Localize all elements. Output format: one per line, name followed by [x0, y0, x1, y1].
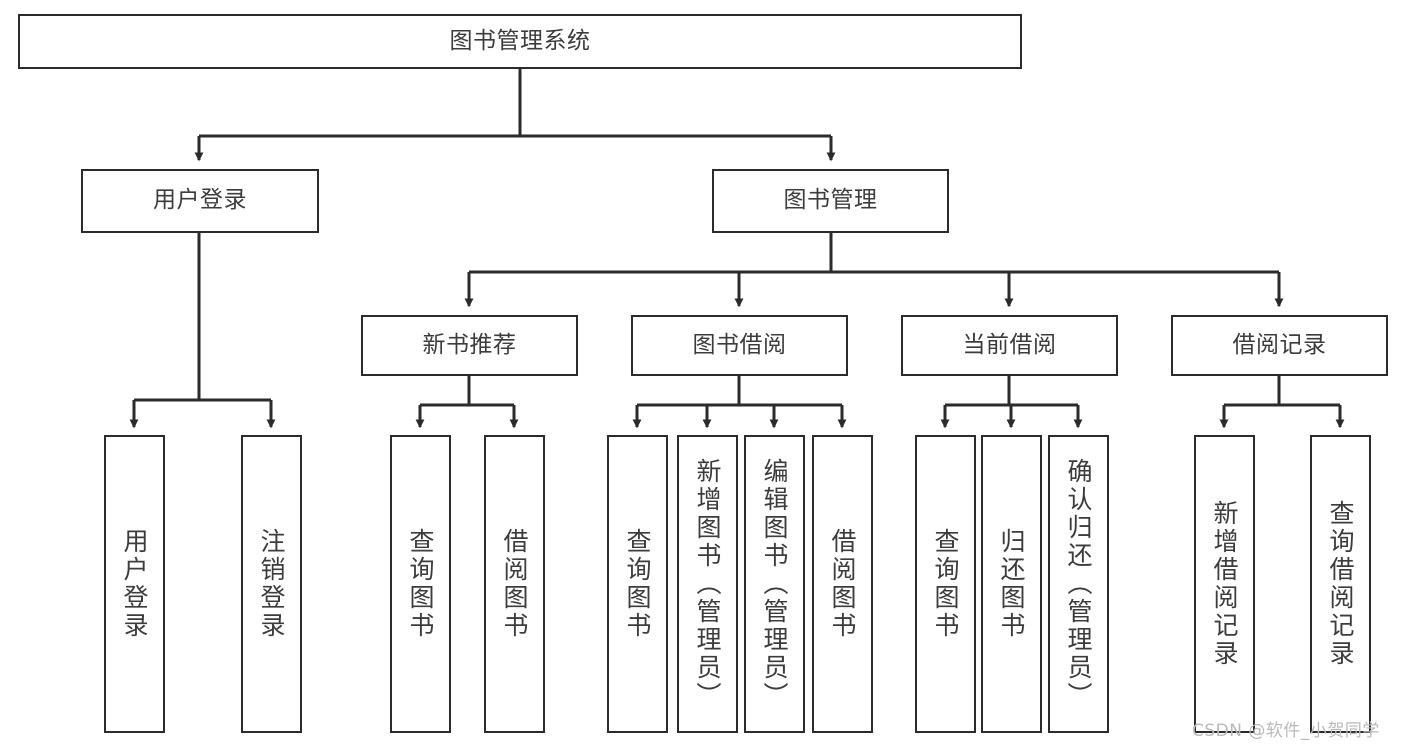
node-label: 图书借阅 [692, 331, 787, 358]
node-book-management[interactable]: 图书管理 [712, 169, 949, 233]
node-label: 图书管理 [783, 187, 878, 214]
csdn-watermark: CSDN @软件_小贺同学 [1192, 721, 1380, 741]
node-label: 查询图书 [931, 528, 960, 640]
node-label: 确认归还（管理员） [1064, 458, 1093, 710]
leaf-record-add-record[interactable]: 新增借阅记录 [1194, 435, 1255, 733]
leaf-user-login-login[interactable]: 用户登录 [104, 435, 165, 733]
node-label: 归还图书 [997, 528, 1026, 640]
node-label: 借阅记录 [1232, 331, 1327, 358]
leaf-user-login-logout[interactable]: 注销登录 [241, 435, 302, 733]
leaf-borrow-query-book[interactable]: 查询图书 [607, 435, 668, 733]
node-label: 查询借阅记录 [1326, 500, 1355, 668]
leaf-borrow-edit-book-admin[interactable]: 编辑图书（管理员） [744, 435, 805, 733]
node-label: 查询图书 [406, 528, 435, 640]
node-book-borrow[interactable]: 图书借阅 [631, 315, 848, 376]
node-label: 用户登录 [120, 528, 149, 640]
node-root-system[interactable]: 图书管理系统 [18, 14, 1022, 69]
leaf-recommend-query-book[interactable]: 查询图书 [390, 435, 451, 733]
node-user-login[interactable]: 用户登录 [81, 169, 319, 233]
node-label: 注销登录 [257, 528, 286, 640]
node-label: 借阅图书 [500, 528, 529, 640]
leaf-borrow-borrow-book[interactable]: 借阅图书 [812, 435, 873, 733]
node-label: 查询图书 [623, 528, 652, 640]
node-label: 图书管理系统 [449, 27, 591, 54]
node-label: 编辑图书（管理员） [760, 458, 789, 710]
leaf-borrow-add-book-admin[interactable]: 新增图书（管理员） [677, 435, 738, 733]
leaf-current-return-book[interactable]: 归还图书 [981, 435, 1042, 733]
node-label: 当前借阅 [962, 331, 1057, 358]
node-current-borrow[interactable]: 当前借阅 [901, 315, 1118, 376]
node-label: 新增借阅记录 [1210, 500, 1239, 668]
leaf-recommend-borrow-book[interactable]: 借阅图书 [484, 435, 545, 733]
node-label: 新书推荐 [422, 331, 517, 358]
node-new-book-recommend[interactable]: 新书推荐 [361, 315, 578, 376]
node-label: 借阅图书 [828, 528, 857, 640]
node-label: 新增图书（管理员） [693, 458, 722, 710]
node-label: 用户登录 [153, 187, 247, 214]
node-borrow-record[interactable]: 借阅记录 [1171, 315, 1388, 376]
leaf-current-query-book[interactable]: 查询图书 [915, 435, 976, 733]
leaf-current-confirm-return-admin[interactable]: 确认归还（管理员） [1048, 435, 1109, 733]
leaf-record-query-record[interactable]: 查询借阅记录 [1310, 435, 1371, 733]
